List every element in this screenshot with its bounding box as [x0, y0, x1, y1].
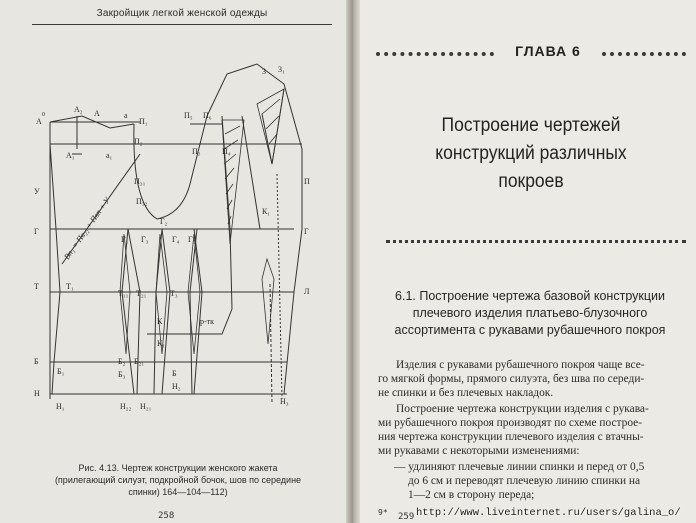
section-line-3: ассортимента с рукавами рубашечного покр…: [394, 323, 666, 337]
chapter-rule-left: [376, 52, 494, 56]
paragraph-1: Изделия с рукавами рубашечного покроя ча…: [378, 358, 684, 400]
bullet-line-2: до 6 см и переводят плечевую линию спинк…: [408, 475, 641, 487]
svg-text:Н₂₂: Н₂₂: [120, 402, 132, 411]
svg-text:Г: Г: [304, 227, 309, 236]
svg-text:Л: Л: [304, 287, 310, 296]
svg-text:П₂: П₂: [134, 137, 143, 146]
caption-line-2: (прилегающий силуэт, подкройной бочок, ш…: [54, 475, 302, 485]
para2-line-2: ми рубашечного покроя производят по схем…: [378, 417, 643, 429]
svg-text:А₁: А₁: [66, 151, 75, 160]
svg-text:Г₄: Г₄: [172, 235, 180, 244]
bullet-item: — удлиняют плечевые линии спинки и перед…: [378, 460, 684, 502]
para1-line-1: Изделия с рукавами рубашечного покроя ча…: [396, 359, 645, 371]
svg-text:Б₃: Б₃: [118, 370, 126, 379]
svg-text:К: К: [157, 317, 163, 326]
svg-text:р-тк: р-тк: [200, 317, 214, 326]
svg-text:Г₅: Г₅: [188, 235, 196, 244]
svg-text:Б: Б: [172, 369, 177, 378]
svg-text:Т: Т: [34, 282, 39, 291]
para2-line-3: ния чертежа конструкции плечевого издели…: [378, 431, 644, 443]
left-page: [0, 0, 352, 523]
svg-text:Б₂₁: Б₂₁: [134, 357, 144, 366]
svg-text:П: П: [304, 177, 310, 186]
title-line-2: конструкций различных: [435, 143, 627, 164]
svg-text:П₄: П₄: [222, 147, 231, 156]
svg-text:Г₃: Г₃: [141, 235, 149, 244]
svg-text:Б₁: Б₁: [57, 367, 65, 376]
svg-text:Н₂: Н₂: [172, 382, 181, 391]
watermark-url: http://www.liveinternet.ru/users/galina_…: [416, 507, 681, 519]
svg-text:Т₁₁: Т₁₁: [118, 289, 129, 298]
title-line-3: покроев: [498, 171, 564, 192]
svg-text:К₁: К₁: [262, 207, 270, 216]
svg-text:Т₂₁: Т₂₁: [136, 289, 147, 298]
svg-text:П₃₁: П₃₁: [134, 177, 146, 186]
para1-line-2: го мягкой формы, прямого силуэта, без шв…: [378, 373, 645, 385]
svg-text:Н₃: Н₃: [280, 397, 289, 406]
svg-text:П₆: П₆: [203, 111, 212, 120]
title-rule: [386, 240, 686, 243]
svg-text:Б₂: Б₂: [118, 357, 126, 366]
section-line-1: 6.1. Построение чертежа базовой конструк…: [395, 289, 665, 303]
svg-text:Б: Б: [34, 357, 39, 366]
para1-line-3: не спинки и без плечевых накладок.: [378, 387, 554, 399]
svg-text:П₃: П₃: [192, 147, 201, 156]
figure-caption: Рис. 4.13. Чертеж конструкции женского ж…: [40, 462, 316, 498]
paragraph-2: Построение чертежа конструкции изделия с…: [378, 402, 684, 458]
chapter-heading: ГЛАВА 6: [515, 43, 581, 59]
section-line-2: плечевого изделия платьево-блузочного: [412, 306, 648, 320]
para2-line-1: Построение чертежа конструкции изделия с…: [396, 403, 649, 415]
svg-text:А: А: [94, 109, 100, 118]
para2-line-4: ми рукавами с некоторыми изменениями:: [378, 445, 580, 457]
svg-text:Н₁: Н₁: [56, 402, 65, 411]
signature-mark: 9*: [378, 508, 388, 517]
svg-text:У: У: [34, 187, 40, 196]
chapter-rule-right: [602, 52, 686, 56]
drawing-formula: Вп₁ = Пв₂₂ + Пвп + У: [62, 195, 112, 262]
svg-text:Г₁: Г₁: [121, 235, 129, 244]
svg-text:а₁: а₁: [106, 151, 113, 160]
book-gutter: [346, 0, 360, 523]
svg-text:а: а: [124, 111, 128, 120]
right-page: [352, 0, 696, 523]
svg-text:Г₂: Г₂: [160, 217, 168, 226]
svg-text:А₂: А₂: [74, 105, 83, 114]
svg-text:К₁: К₁: [157, 339, 165, 348]
section-heading: 6.1. Построение чертежа базовой конструк…: [380, 288, 680, 339]
svg-text:П₅: П₅: [184, 111, 193, 120]
svg-text:Т₃: Т₃: [170, 289, 178, 298]
caption-line-1: Рис. 4.13. Чертеж конструкции женского ж…: [78, 463, 278, 473]
svg-text:3₁: 3₁: [278, 65, 285, 74]
svg-text:П₁: П₁: [139, 117, 148, 126]
svg-text:П₃₂: П₃₂: [136, 197, 148, 206]
running-head-rule: [32, 24, 332, 25]
title-line-1: Построение чертежей: [441, 115, 621, 136]
svg-text:Т₁: Т₁: [66, 282, 74, 291]
svg-text:Н₂₁: Н₂₁: [140, 402, 152, 411]
svg-text:Г: Г: [34, 227, 39, 236]
bullet-line-1: — удлиняют плечевые линии спинки и перед…: [394, 461, 645, 473]
running-head: Закройщик легкой женской одежды: [96, 8, 268, 19]
bullet-line-3: 1—2 см в сторону переда;: [408, 489, 535, 501]
svg-text:0: 0: [42, 112, 45, 118]
svg-text:3: 3: [262, 67, 266, 76]
left-page-number: 258: [158, 511, 175, 521]
chapter-title: Построение чертежей конструкций различны…: [385, 112, 678, 196]
caption-line-3: спинки) 164—104—112): [128, 487, 228, 497]
svg-text:А: А: [36, 117, 42, 126]
right-page-number: 259: [398, 512, 415, 522]
svg-text:Н: Н: [34, 389, 40, 398]
